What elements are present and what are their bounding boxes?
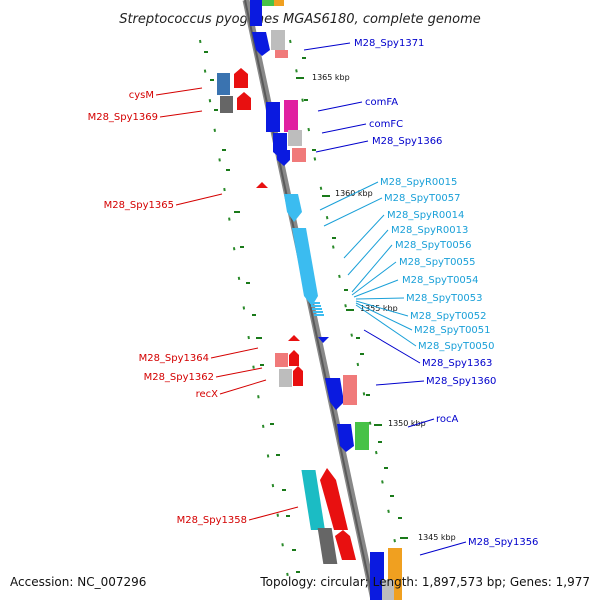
- scale-ticks: [296, 77, 408, 539]
- tick-label: 1345 kbp: [418, 533, 456, 542]
- gene-red-arrow: [237, 92, 251, 110]
- gene-M28_Spy1356: [370, 552, 384, 600]
- label-cysM: cysM: [129, 90, 154, 101]
- label-M28_Spy1363: M28_Spy1363: [422, 358, 492, 369]
- label-M28_SpyT0055: M28_SpyT0055: [399, 257, 476, 268]
- label-M28_SpyT0050: M28_SpyT0050: [418, 341, 495, 352]
- gene-M28_Spy1358: [301, 470, 325, 530]
- right-leaders-light: [319, 181, 417, 347]
- gene-teal-lower: [317, 528, 338, 564]
- label-rocA: rocA: [436, 414, 459, 425]
- gene-comFA-magenta: [284, 100, 298, 132]
- gene-top-blue: [250, 0, 262, 26]
- label-M28_Spy1365: M28_Spy1365: [104, 200, 174, 211]
- left-labels: [155, 87, 299, 521]
- gene-blue-small: [277, 150, 290, 166]
- label-comFA: comFA: [365, 97, 398, 108]
- label-M28_Spy1371: M28_Spy1371: [354, 38, 424, 49]
- gene-top-orange: [274, 0, 284, 6]
- label-M28_Spy1356: M28_Spy1356: [468, 537, 538, 548]
- label-M28_Spy1366: M28_Spy1366: [372, 136, 442, 147]
- label-M28_SpyR0013: M28_SpyR0013: [391, 225, 468, 236]
- label-M28_SpyT0051: M28_SpyT0051: [414, 325, 491, 336]
- gene-grey-1356: [382, 580, 394, 600]
- gene-red-lower: [335, 530, 356, 560]
- gene-red-arrow: [289, 350, 299, 366]
- gene-tRNA-stack: [310, 302, 324, 316]
- tick-label: 1355 kbp: [360, 304, 398, 313]
- gene-M28_Spy1369: [220, 96, 233, 113]
- gene-pink-1360: [343, 375, 357, 405]
- label-M28_SpyT0056: M28_SpyT0056: [395, 240, 472, 251]
- label-M28_Spy1364: M28_Spy1364: [139, 353, 209, 364]
- gene-M28_SpyR0014: [292, 228, 318, 306]
- label-M28_Spy1358: M28_Spy1358: [177, 515, 247, 526]
- right-leaders-dark: [303, 42, 467, 556]
- accession-text: Accession: NC_007296: [10, 575, 146, 589]
- gene-green-rocA: [355, 422, 369, 450]
- gene-M28_SpyR0015: [284, 194, 302, 222]
- gene-comFA: [266, 102, 280, 132]
- guide-rings: [199, 39, 406, 591]
- gene-top-pink: [275, 50, 288, 58]
- gene-comFC: [288, 130, 302, 146]
- tick-label: 1350 kbp: [388, 419, 426, 428]
- gene-red-arrow: [234, 68, 248, 88]
- label-M28_SpyT0054: M28_SpyT0054: [402, 275, 479, 286]
- outer-genes: [250, 0, 402, 600]
- left-label-texts: cysM M28_Spy1369 M28_Spy1365 M28_Spy1364…: [88, 90, 247, 526]
- gene-recX: [279, 369, 292, 387]
- tick-label: 1365 kbp: [312, 73, 350, 82]
- gene-M28_Spy1363: [318, 337, 329, 343]
- gene-top-grey: [271, 30, 285, 50]
- label-M28_Spy1369: M28_Spy1369: [88, 112, 158, 123]
- gene-M28_Spy1364: [288, 335, 300, 341]
- label-M28_Spy1362: M28_Spy1362: [144, 372, 214, 383]
- map-title: Streptococcus pyogenes MGAS6180, complet…: [119, 12, 481, 27]
- gene-M28_Spy1365: [256, 182, 268, 188]
- right-label-texts: M28_Spy1371 comFA comFC M28_Spy1366 M28_…: [354, 38, 538, 548]
- label-recX: recX: [196, 389, 219, 400]
- gene-M28_Spy1371: [252, 32, 270, 56]
- gene-pink-small: [292, 148, 306, 162]
- inner-genes: [217, 68, 356, 564]
- minor-ticks: [204, 51, 402, 573]
- label-M28_SpyR0015: M28_SpyR0015: [380, 177, 457, 188]
- label-M28_SpyT0057: M28_SpyT0057: [384, 193, 461, 204]
- gene-M28_Spy1362: [275, 353, 288, 367]
- gene-M28_Spy1360: [325, 378, 344, 410]
- label-M28_Spy1360: M28_Spy1360: [426, 376, 496, 387]
- gene-red-arrow: [293, 366, 303, 386]
- gene-cysM: [217, 73, 230, 95]
- topology-text: Topology: circular; Length: 1,897,573 bp…: [259, 575, 590, 589]
- label-M28_SpyT0052: M28_SpyT0052: [410, 311, 487, 322]
- label-M28_SpyT0053: M28_SpyT0053: [406, 293, 483, 304]
- gene-red-long: [320, 468, 348, 530]
- gene-top-green: [262, 0, 274, 6]
- gene-rocA: [337, 424, 354, 452]
- label-M28_SpyR0014: M28_SpyR0014: [387, 210, 464, 221]
- label-comFC: comFC: [369, 119, 403, 130]
